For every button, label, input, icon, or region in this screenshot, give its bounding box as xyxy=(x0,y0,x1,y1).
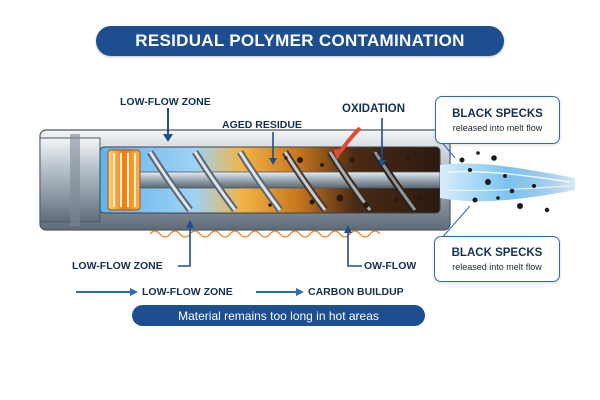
up-arrow-icon xyxy=(178,220,194,267)
down-arrow-icon xyxy=(269,132,277,165)
ow-flow-label: OW-FLOW xyxy=(364,260,417,272)
low-flow-zone-label-bottom: LOW-FLOW ZONE xyxy=(72,260,163,272)
right-arrow-icon xyxy=(256,288,304,296)
callout-leader xyxy=(439,205,471,241)
black-specks-callout-top: BLACK SPECKS released into melt flow xyxy=(435,96,560,144)
heat-waves xyxy=(149,230,381,238)
page-title: RESIDUAL POLYMER CONTAMINATION xyxy=(96,26,504,56)
up-arrow-icon xyxy=(344,225,362,267)
callout-subtext: released into melt flow xyxy=(452,122,543,133)
aged-residue-label: AGED RESIDUE xyxy=(222,119,302,131)
low-flow-zone-row-label: LOW-FLOW ZONE xyxy=(142,286,233,298)
heater-band xyxy=(107,149,141,211)
low-flow-zone-label-top: LOW-FLOW ZONE xyxy=(120,96,211,108)
callout-heading: BLACK SPECKS xyxy=(452,107,543,120)
black-specks xyxy=(459,151,550,213)
carbon-buildup-label: CARBON BUILDUP xyxy=(308,286,404,298)
curved-arrow-icon xyxy=(333,126,362,160)
black-specks-callout-bottom: BLACK SPECKS released into melt flow xyxy=(434,236,560,282)
residue-specks xyxy=(268,155,423,208)
melt-flow xyxy=(440,163,575,202)
callout-subtext: released into melt flow xyxy=(452,261,542,272)
footer-caption: Material remains too long in hot areas xyxy=(132,305,425,326)
down-arrow-icon xyxy=(378,118,386,167)
oxidation-label: OXIDATION xyxy=(342,103,406,115)
down-arrow-icon xyxy=(163,108,173,142)
callout-heading: BLACK SPECKS xyxy=(451,246,543,259)
right-arrow-icon xyxy=(76,288,138,296)
